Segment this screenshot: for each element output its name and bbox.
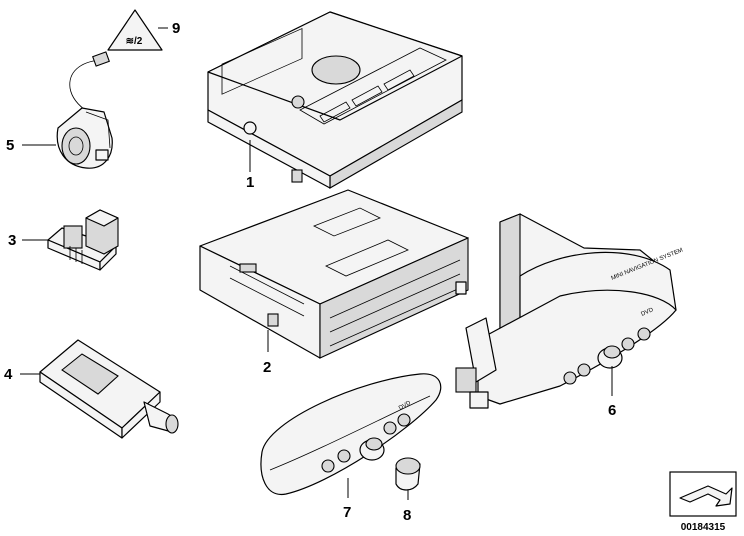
part-6-control-panel: MINI NAVIGATION SYSTEM DVD 6 <box>455 213 684 419</box>
part-2-navigation-unit: 2 <box>199 189 469 376</box>
reference-box: 00184315 <box>669 471 737 533</box>
part-1-dvd-drive: 1 <box>207 11 463 191</box>
panel-dvd-text-small: DVD <box>398 400 413 412</box>
callout-7: 7 <box>343 504 351 521</box>
callout-4: 4 <box>4 366 13 383</box>
callout-6: 6 <box>608 402 616 419</box>
part-8-knob: 8 <box>395 457 421 524</box>
part-6-knob <box>597 345 623 369</box>
callout-5: 5 <box>6 137 14 154</box>
callout-9: 9 <box>172 20 180 37</box>
part-4-control-unit: 4 <box>4 339 179 439</box>
arrow-reference-icon <box>679 485 733 507</box>
part-7-knob <box>359 437 385 461</box>
panel-dvd-text-large: DVD <box>640 307 655 318</box>
part-5-fan-connector: 5 <box>6 51 113 169</box>
callout-1: 1 <box>246 174 254 191</box>
callout-3: 3 <box>8 232 16 249</box>
warning-symbol-text: ≋/2 <box>126 36 143 47</box>
part-6-buttons <box>563 327 651 385</box>
part-7-buttons <box>321 413 411 473</box>
warning-triangle-icon <box>107 9 163 51</box>
part-7-small-panel: DVD 7 <box>260 373 442 521</box>
part-9-warning-label: ≋/2 9 <box>107 9 180 51</box>
callout-2: 2 <box>263 359 271 376</box>
callout-8: 8 <box>403 507 411 524</box>
reference-number: 00184315 <box>681 522 726 533</box>
part-3-relay: 3 <box>8 209 119 271</box>
